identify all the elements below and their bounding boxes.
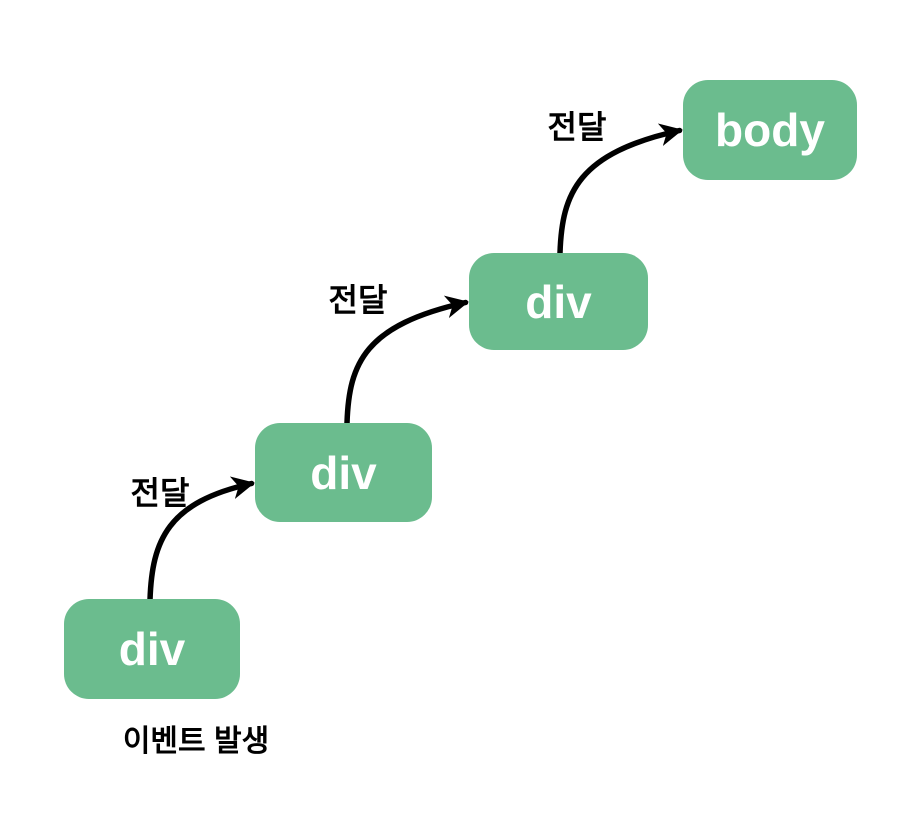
edge-div1-div2: 전달 bbox=[131, 475, 255, 603]
node-div-2: div bbox=[255, 423, 432, 522]
node-box bbox=[683, 80, 857, 180]
edge-arrow bbox=[344, 295, 469, 426]
edge-label: 전달 bbox=[329, 282, 388, 318]
edge-arrow bbox=[557, 123, 683, 256]
edge-arrow bbox=[147, 476, 255, 603]
node-label: div bbox=[119, 623, 186, 675]
node-box bbox=[255, 423, 432, 522]
edge-label: 전달 bbox=[548, 109, 607, 145]
edge-label: 전달 bbox=[131, 475, 190, 511]
edge-div2-div3: 전달 bbox=[329, 282, 469, 426]
edge-div3-body: 전달 bbox=[548, 109, 683, 256]
node-label: div bbox=[310, 447, 377, 499]
node-box bbox=[64, 599, 240, 699]
node-body: body bbox=[683, 80, 857, 180]
node-box bbox=[469, 253, 648, 350]
node-div-3: div bbox=[469, 253, 648, 350]
node-label: body bbox=[715, 104, 825, 156]
event-source-note: 이벤트 발생 bbox=[123, 725, 269, 758]
node-label: div bbox=[525, 276, 592, 328]
node-div-1: div bbox=[64, 599, 240, 699]
